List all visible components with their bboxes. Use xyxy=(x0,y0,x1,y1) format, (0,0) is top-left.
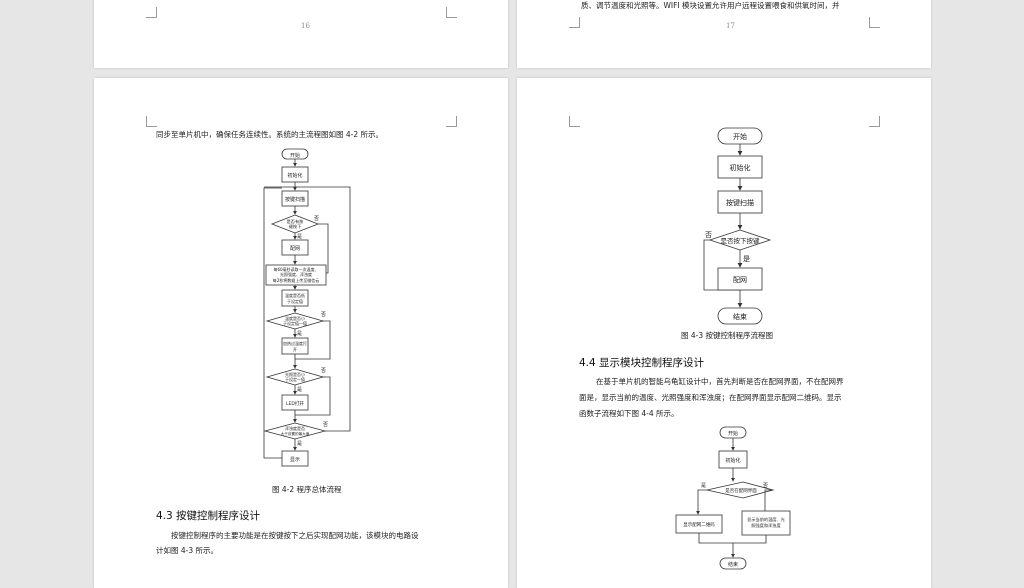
init-label: 初始化 xyxy=(725,457,740,464)
paragraph-line-3: 函数子流程如下图 4-4 所示。 xyxy=(579,409,679,418)
network-ui-decision-node xyxy=(706,481,775,499)
margin-mark-top-left xyxy=(569,116,580,127)
light-decision-label-1: 光照是否小 xyxy=(285,371,305,377)
page-17: 质、调节温度和光照等。WIFI 模块设置允许用户远程设置喂食和供氧时间，并 17 xyxy=(517,0,931,68)
network-label: 配网 xyxy=(733,276,747,284)
temp-decision-label-1: 温度是否小 xyxy=(285,315,305,321)
intro-text: 同步至单片机中，确保任务连续性。系统的主流程图如图 4-2 所示。 xyxy=(156,130,384,139)
yes-label: 是 xyxy=(297,331,302,337)
page-top-text: 质、调节温度和光照等。WIFI 模块设置允许用户远程设置喂食和供氧时间，并 xyxy=(581,1,840,10)
init-label: 初始化 xyxy=(287,172,302,179)
margin-mark-top-right xyxy=(869,116,880,127)
margin-mark-top-left xyxy=(146,116,157,127)
show-data-label-1: 显示当前的温度、光 xyxy=(747,516,785,523)
key-flowchart: 开始 初始化 按键扫描 是否按下按键 否 是 配网 结束 xyxy=(703,127,772,325)
key-decision-label-2: 键按下 xyxy=(289,223,302,230)
end-label: 结束 xyxy=(728,561,738,568)
compare-label-1: 温度是否低 xyxy=(285,292,305,298)
key-decision-label-1: 是否有按 xyxy=(287,218,304,225)
margin-mark-top-left xyxy=(569,17,580,28)
init-label: 初始化 xyxy=(730,163,751,172)
start-label: 开始 xyxy=(733,132,747,141)
read-data-node xyxy=(265,264,327,286)
led-label: LED打开 xyxy=(286,400,304,407)
key-decision-label: 是否按下按键 xyxy=(721,236,761,245)
no-label: 否 xyxy=(705,231,712,239)
page-left: 同步至单片机中，确保任务连续性。系统的主流程图如图 4-2 所示。 开始 初始化… xyxy=(94,78,508,588)
yes-label: 是 xyxy=(297,441,302,447)
network-label: 配网 xyxy=(290,246,300,252)
compare-label-2: 于设定值 xyxy=(287,298,303,304)
no-label: 否 xyxy=(314,216,319,222)
display-label: 显示 xyxy=(290,457,300,463)
paragraph-line-1: 在基于单片机的智能乌龟缸设计中，首先判断是否在配网界面，不在配网界 xyxy=(596,377,844,386)
paragraph-line-2: 计如图 4-3 所示。 xyxy=(156,546,219,555)
figure-caption: 图 4-3 按键控制程序流程图 xyxy=(681,331,774,340)
main-flowchart: 开始 初始化 按键扫描 是否有按 键按下 否 是 配网 每60毫秒读取一次温度、… xyxy=(263,148,351,467)
network-ui-decision-label: 是否在配网界面 xyxy=(725,487,757,494)
yes-label: 是 xyxy=(743,255,750,263)
no-label: 否 xyxy=(763,483,768,489)
end-label: 结束 xyxy=(733,312,747,321)
margin-mark-top-right xyxy=(869,17,880,28)
read-data-label-2: 光照强度、浑浊度 xyxy=(280,271,312,277)
margin-mark-top-right xyxy=(446,116,457,127)
page-number: 16 xyxy=(301,22,310,30)
page-right: 开始 初始化 按键扫描 是否按下按键 否 是 配网 结束 图 4-3 按键控制程… xyxy=(517,78,931,588)
margin-mark-top-left xyxy=(146,7,157,18)
yes-label: 是 xyxy=(297,234,302,240)
show-data-node xyxy=(741,510,791,536)
figure-caption: 图 4-2 程序总体流程 xyxy=(272,485,342,494)
no-label: 否 xyxy=(321,368,326,374)
read-data-label-3: 每2秒将数据上传至微信云 xyxy=(273,277,320,283)
turbidity-decision-label-2: 大于设置的最大值 xyxy=(281,431,310,436)
show-data-label-2: 照强度和浑浊度 xyxy=(751,522,781,529)
heat-label-2: 开 xyxy=(293,347,297,352)
key-scan-label: 按键扫描 xyxy=(285,196,305,203)
yes-label: 是 xyxy=(701,483,706,489)
no-label: 否 xyxy=(323,422,328,428)
page-number: 17 xyxy=(726,22,735,30)
paragraph-line-1: 按键控制程序的主要功能是在按键按下之后实现配网功能，该模块的电路设 xyxy=(171,531,419,540)
display-node xyxy=(281,450,309,467)
paragraph-line-2: 面是，显示当前的温度、光照强度和浑浊度；在配网界面显示配网二维码。显示 xyxy=(579,393,842,402)
display-flowchart: 开始 初始化 是否在配网界面 是 否 显示配网二维码 显示当前的温度、光 照强度… xyxy=(675,426,791,570)
yes-label: 是 xyxy=(297,387,302,393)
section-heading: 4.3 按键控制程序设计 xyxy=(156,510,261,522)
margin-mark-top-right xyxy=(446,7,457,18)
light-decision-label-2: 于设定一值 xyxy=(285,376,305,382)
no-label: 否 xyxy=(321,312,326,318)
temp-decision-label-2: 于设定值一值 xyxy=(283,320,307,326)
heat-label-1: 加热过温度打 xyxy=(283,340,307,346)
read-data-label-1: 每60毫秒读取一次温度、 xyxy=(273,266,318,272)
section-heading: 4.4 显示模块控制程序设计 xyxy=(579,357,705,369)
turbidity-decision-label-1: 浑浊度是否 xyxy=(285,425,305,431)
start-label: 开始 xyxy=(728,430,738,437)
show-qr-label: 显示配网二维码 xyxy=(683,521,715,528)
end-node xyxy=(717,307,763,325)
start-label: 开始 xyxy=(290,152,300,159)
end-node xyxy=(719,557,747,570)
key-scan-label: 按键扫描 xyxy=(726,198,754,207)
page-16: 16 xyxy=(94,0,508,68)
